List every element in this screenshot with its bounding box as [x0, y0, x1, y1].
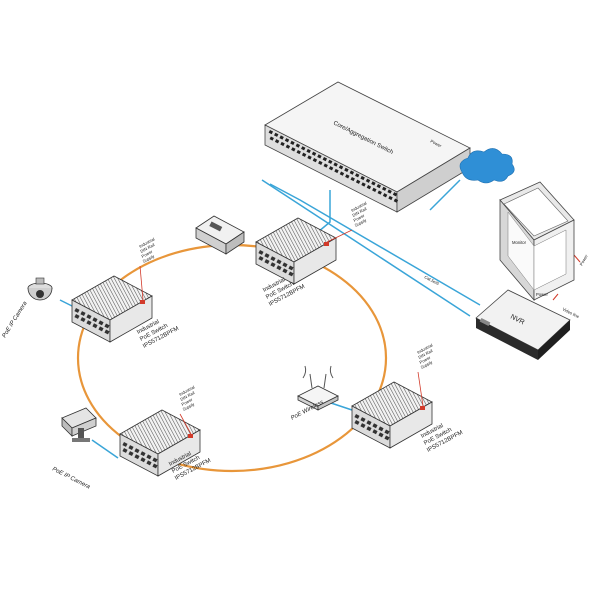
core-power-label: Power [430, 138, 443, 148]
monitor: Monitor Power [499, 181, 590, 302]
wireless-access-point: PoE Wireless [290, 365, 339, 422]
cable-bottom-to-camera [91, 439, 119, 459]
power-supply-label-line: Power [181, 397, 194, 407]
power-supply-label-line: DIN Rail [179, 390, 195, 402]
cables [59, 179, 481, 459]
cable-core-to-nvr [261, 179, 471, 317]
monitor-power-label: Power [579, 253, 590, 266]
internet-cloud [459, 148, 515, 184]
power-supply-label-line: Supply [142, 253, 156, 264]
power-supply-label-line: Power [141, 249, 154, 259]
power-supply-label-line: DIN Rail [139, 242, 155, 254]
nvr-power-line [552, 293, 559, 301]
nvr-device: NVR Power Video line [475, 289, 581, 360]
power-supply-label-line: DIN Rail [351, 206, 367, 218]
power-supply-label-line: Supply [420, 359, 434, 370]
dome-camera-label: PoE IP Camera [2, 300, 29, 339]
nvr-power-label: Power [536, 292, 548, 297]
cable-core-to-nvr-2 [269, 183, 481, 306]
monitor-power-line [573, 254, 581, 263]
power-supply-label-line: Supply [182, 401, 196, 412]
cloud-icon [459, 148, 515, 184]
wifi-icon [302, 365, 334, 389]
din-rail-power-supply [195, 215, 245, 255]
cable-core-to-cloud [429, 179, 461, 211]
power-supply-label-line: DIN Rail [417, 348, 433, 360]
monitor-label: Monitor [512, 240, 527, 245]
cable-core-to-top-switch [317, 190, 331, 233]
bullet-camera-label: PoE IP Camera [51, 466, 91, 490]
bullet-camera: PoE IP Camera [51, 407, 97, 491]
power-supply-label-line: Power [353, 213, 366, 223]
power-supply-label-line: Supply [354, 217, 368, 228]
core-aggregation-switch: Core/Aggregation Switch Power [264, 81, 471, 213]
power-supply-label-line: Power [419, 355, 432, 365]
cable-label: Cat.5e/6 [424, 274, 441, 286]
dome-camera: PoE IP Camera [2, 277, 53, 339]
